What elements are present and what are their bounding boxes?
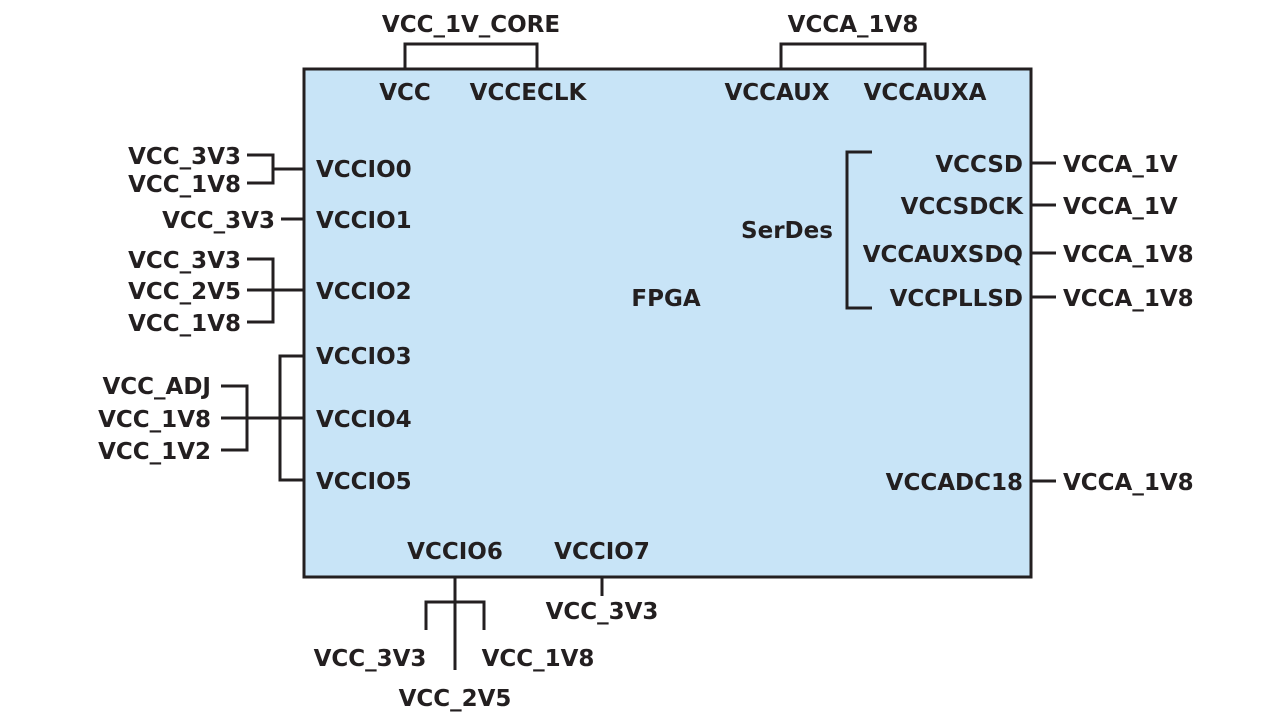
- pin-vccauxsdq: VCCAUXSDQ: [863, 242, 1023, 268]
- pin-vccadc18: VCCADC18: [886, 470, 1023, 496]
- rail-vccauxsdq: VCCA_1V8: [1063, 242, 1194, 268]
- pin-vccio0: VCCIO0: [316, 157, 412, 183]
- pin-vccio5: VCCIO5: [316, 469, 412, 495]
- rail-vccio6-3v3: VCC_3V3: [314, 646, 427, 672]
- wire-vcca-1v8-top: [779, 42, 927, 69]
- rail-vccio345-1v2: VCC_1V2: [98, 439, 211, 465]
- wire-vccio6-bracket: [424, 600, 486, 630]
- pin-vccio7: VCCIO7: [554, 539, 650, 565]
- pin-vccauxa: VCCAUXA: [864, 80, 987, 106]
- rail-vccio7-3v3: VCC_3V3: [546, 599, 659, 625]
- rail-vccpllsd: VCCA_1V8: [1063, 286, 1194, 312]
- wire-vcc-1v-core: [403, 42, 539, 69]
- rail-vcca-1v8-top: VCCA_1V8: [788, 12, 919, 38]
- pin-vccio4: VCCIO4: [316, 407, 412, 433]
- rail-vccio0-1v8: VCC_1V8: [128, 172, 241, 198]
- rail-vccio2-1v8: VCC_1V8: [128, 311, 241, 337]
- pin-vccaux: VCCAUX: [724, 80, 829, 106]
- pin-vccio6: VCCIO6: [407, 539, 503, 565]
- pin-vcc: VCC: [379, 80, 431, 106]
- rail-vccio0-3v3: VCC_3V3: [128, 144, 241, 170]
- rail-vccio2-2v5: VCC_2V5: [128, 279, 241, 305]
- rail-vccio345-1v8: VCC_1V8: [98, 407, 211, 433]
- rail-vccsd: VCCA_1V: [1063, 152, 1178, 178]
- rail-vccio1-3v3: VCC_3V3: [162, 208, 275, 234]
- fpga-label: FPGA: [631, 286, 700, 312]
- wire-vccio0-bracket: [247, 153, 275, 185]
- pin-vccsdck: VCCSDCK: [901, 194, 1025, 220]
- rail-vccadc18: VCCA_1V8: [1063, 470, 1194, 496]
- pin-vcceclk: VCCECLK: [470, 80, 588, 106]
- pin-vccio1: VCCIO1: [316, 208, 412, 234]
- rail-vccio6-2v5: VCC_2V5: [399, 686, 512, 712]
- rail-vccio345-adj: VCC_ADJ: [102, 374, 211, 400]
- serdes-bracket: [845, 150, 872, 310]
- rail-vccio6-1v8: VCC_1V8: [482, 646, 595, 672]
- pin-vccio3: VCCIO3: [316, 344, 412, 370]
- pin-vccsd: VCCSD: [935, 152, 1023, 178]
- rail-vcc-1v-core: VCC_1V_CORE: [382, 12, 560, 38]
- rail-vccio2-3v3: VCC_3V3: [128, 248, 241, 274]
- rail-vccsdck: VCCA_1V: [1063, 194, 1178, 220]
- serdes-label: SerDes: [741, 218, 833, 244]
- pin-vccpllsd: VCCPLLSD: [890, 286, 1023, 312]
- pin-vccio2: VCCIO2: [316, 279, 412, 305]
- fpga-box: [302, 67, 1033, 579]
